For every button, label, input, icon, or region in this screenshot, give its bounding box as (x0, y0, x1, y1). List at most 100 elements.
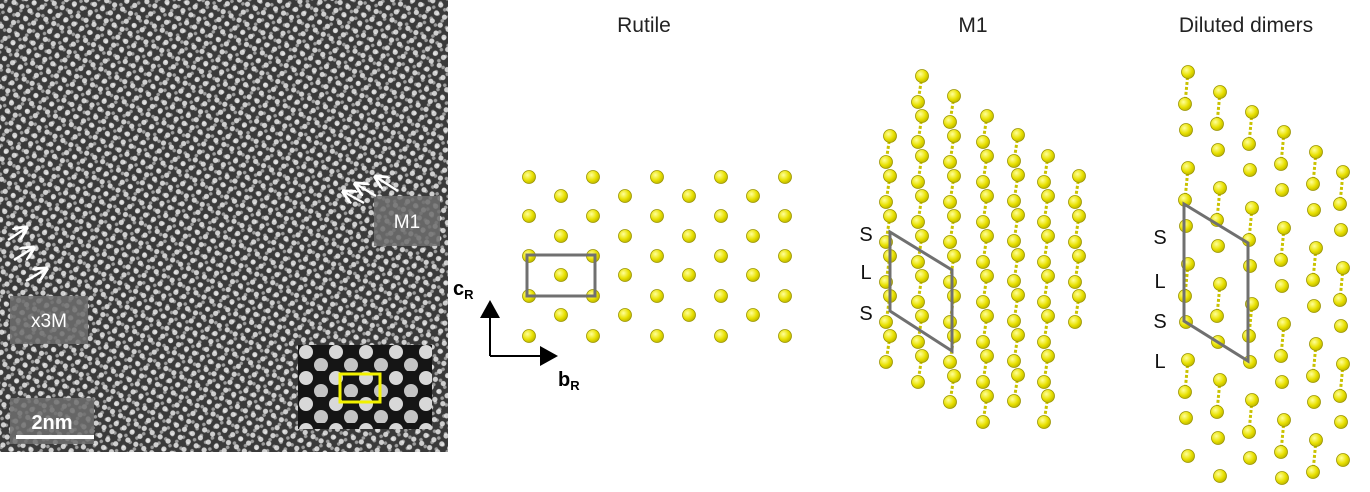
atom (1068, 195, 1082, 209)
atom (1041, 309, 1055, 323)
atom (1041, 269, 1055, 283)
atom (1011, 208, 1025, 222)
atom (1245, 201, 1259, 215)
atom (976, 415, 990, 429)
atom (976, 295, 990, 309)
atom (1277, 125, 1291, 139)
atom (1037, 215, 1051, 229)
atom (1011, 328, 1025, 342)
atom (1307, 395, 1321, 409)
atom (714, 249, 728, 263)
atom (714, 209, 728, 223)
atom (1275, 183, 1289, 197)
atom (1306, 465, 1320, 479)
atom (915, 109, 929, 123)
atom (554, 229, 568, 243)
fft-inset (298, 345, 432, 429)
atom (947, 129, 961, 143)
atom (1011, 128, 1025, 142)
atom (650, 209, 664, 223)
c-axis-label: cR (453, 278, 474, 302)
atom (976, 335, 990, 349)
atom (650, 249, 664, 263)
atom (915, 149, 929, 163)
atom (943, 275, 957, 289)
atom (1334, 415, 1348, 429)
atom (1011, 288, 1025, 302)
atom (943, 115, 957, 129)
atom (980, 109, 994, 123)
diluted-seq-l1: L (1154, 271, 1165, 293)
atom (1211, 239, 1225, 253)
m1-label: M1 (394, 212, 420, 233)
atom (1181, 353, 1195, 367)
atom (1245, 393, 1259, 407)
atom (879, 315, 893, 329)
atom (1181, 449, 1195, 463)
scalebar (16, 435, 94, 439)
atom (1277, 413, 1291, 427)
atom (1275, 471, 1289, 485)
rutile-atoms (522, 170, 792, 343)
atom (1275, 375, 1289, 389)
atom (1277, 221, 1291, 235)
atom (1274, 253, 1288, 267)
arrow-icon (13, 248, 33, 262)
m1-seq-l1: L (860, 262, 871, 284)
atom (883, 209, 897, 223)
atom (947, 209, 961, 223)
atom (1334, 319, 1348, 333)
atom (1333, 293, 1347, 307)
atom (1306, 177, 1320, 191)
atom (714, 170, 728, 184)
atom (1243, 163, 1257, 177)
atom (1245, 105, 1259, 119)
diluted-dimers-title: Diluted dimers (1179, 14, 1313, 37)
atom (1210, 117, 1224, 131)
atom (947, 329, 961, 343)
atom (746, 189, 760, 203)
atom (1037, 295, 1051, 309)
atom (1041, 149, 1055, 163)
atom (879, 155, 893, 169)
atom (1309, 241, 1323, 255)
atom (1307, 299, 1321, 313)
atom (746, 229, 760, 243)
atom (911, 175, 925, 189)
atom (911, 135, 925, 149)
atom (1037, 415, 1051, 429)
atom (980, 309, 994, 323)
atom (1181, 161, 1195, 175)
m1-title: M1 (958, 14, 987, 37)
atom (522, 209, 536, 223)
atom (1068, 275, 1082, 289)
atom (1178, 97, 1192, 111)
atom (554, 268, 568, 282)
atom (911, 295, 925, 309)
atom (943, 395, 957, 409)
atom (1306, 273, 1320, 287)
atom (586, 170, 600, 184)
atom (879, 355, 893, 369)
atom (1336, 453, 1350, 467)
x3m-label: x3M (31, 311, 67, 332)
atom (586, 329, 600, 343)
atom (1072, 209, 1086, 223)
atom (1068, 235, 1082, 249)
diluted-dimers-atoms (1178, 65, 1350, 485)
atom (980, 189, 994, 203)
inset-unit-cell-box (338, 372, 382, 404)
atom (1336, 357, 1350, 371)
atom (883, 329, 897, 343)
atom (1041, 389, 1055, 403)
m1-arrows (344, 177, 399, 203)
atom (682, 308, 696, 322)
atom (522, 170, 536, 184)
atom (1011, 168, 1025, 182)
atom (1179, 123, 1193, 137)
diluted-seq-l2: L (1154, 351, 1165, 373)
b-axis-label: bR (558, 369, 580, 393)
atom (915, 69, 929, 83)
atom (682, 229, 696, 243)
